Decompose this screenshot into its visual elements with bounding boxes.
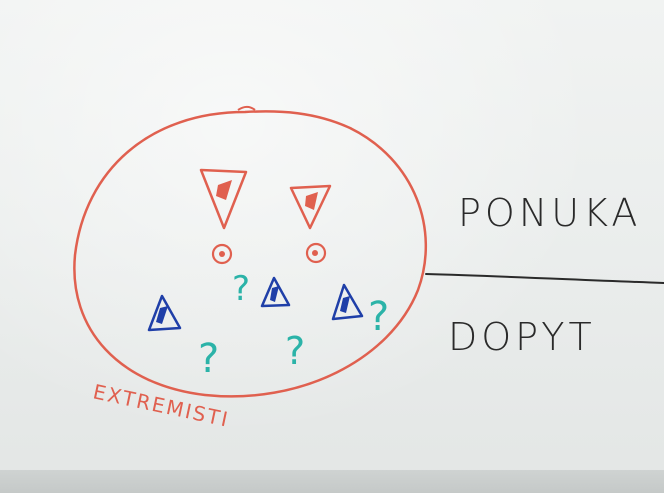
whiteboard-frame-edge: [0, 470, 664, 493]
red-triangle-right: [289, 184, 332, 230]
label-ponuka: PONUKA: [458, 191, 641, 235]
label-extremisti: EXTREMISTI: [91, 379, 232, 431]
teal-question-mark-4: ?: [368, 294, 389, 340]
teal-question-mark-1: ?: [232, 269, 250, 309]
red-dot-left: [211, 243, 233, 265]
blue-triangle-right: [331, 283, 364, 321]
blue-triangle-center: [260, 276, 291, 308]
label-dopyt: DOPYT: [448, 315, 596, 359]
extremisti-circle: [73, 110, 427, 398]
teal-question-mark-3: ?: [285, 329, 305, 373]
teal-question-mark-2: ?: [198, 336, 219, 382]
divider-line: [425, 273, 664, 284]
red-dot-right: [305, 242, 327, 264]
red-triangle-left: [199, 168, 248, 230]
blue-triangle-left: [147, 294, 182, 332]
